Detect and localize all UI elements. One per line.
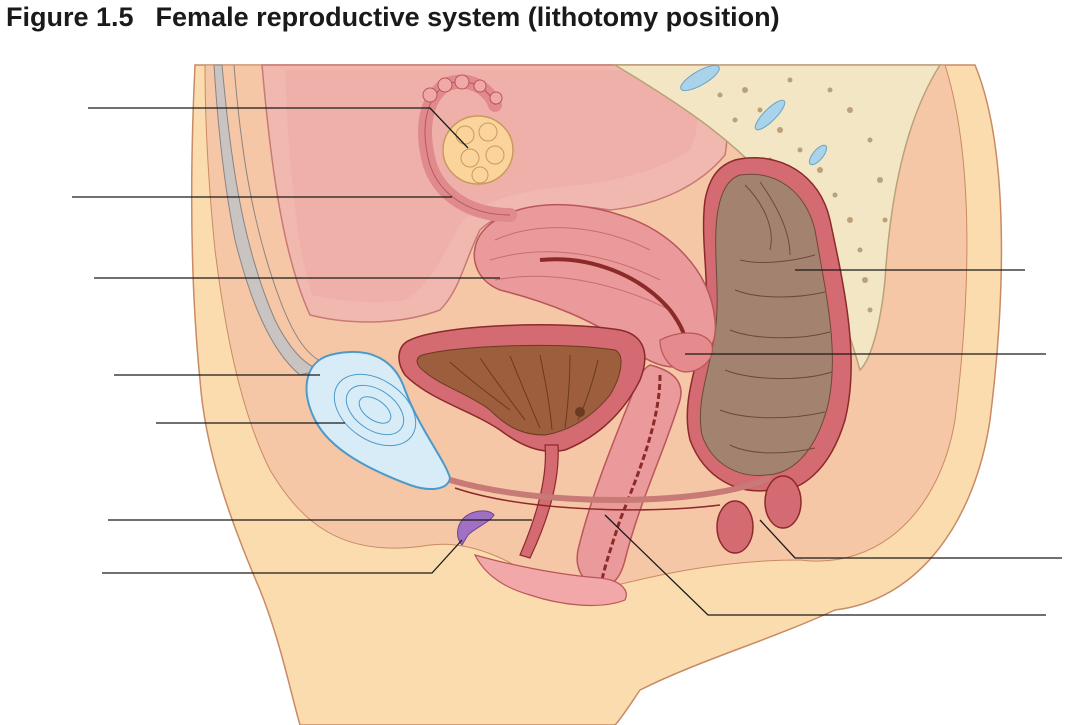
perineal-muscle-2 — [454, 487, 721, 511]
leader-line-clitoris — [102, 539, 463, 574]
figure-caption: Female reproductive system (lithotomy po… — [155, 2, 780, 32]
leader-lines-right — [604, 269, 1062, 616]
cervix-shape — [659, 332, 713, 373]
perineal-muscle — [449, 475, 772, 503]
rectum-inner — [699, 173, 833, 476]
figure-title: Figure 1.5 Female reproductive system (li… — [6, 2, 780, 33]
pubic-bone — [305, 350, 452, 491]
vertebra-dots — [697, 77, 888, 313]
leader-line-vagina — [604, 514, 1046, 616]
ovary — [442, 115, 514, 185]
anal-sphincter-right — [764, 475, 802, 529]
leader-lines-left — [72, 107, 532, 574]
fimbriae — [422, 74, 503, 105]
sacrum — [612, 64, 942, 372]
rectum-folds — [719, 181, 833, 454]
vulva — [473, 554, 627, 607]
ovary-follicles — [455, 122, 505, 184]
urethra — [519, 444, 559, 559]
figure-number: Figure 1.5 — [6, 2, 134, 32]
pubic-bone-rings — [333, 373, 417, 447]
anal-sphincter-left — [716, 500, 754, 554]
leader-line-anus — [759, 519, 1062, 559]
ureter-opening — [575, 407, 585, 417]
intervertebral-discs — [680, 64, 828, 166]
uterus-muscle-lines — [489, 227, 671, 311]
peritoneal-inner — [285, 70, 698, 303]
abdominal-wall-layer-2 — [233, 64, 331, 366]
vaginal-canal — [600, 374, 662, 581]
leader-line-ovary — [88, 107, 469, 149]
